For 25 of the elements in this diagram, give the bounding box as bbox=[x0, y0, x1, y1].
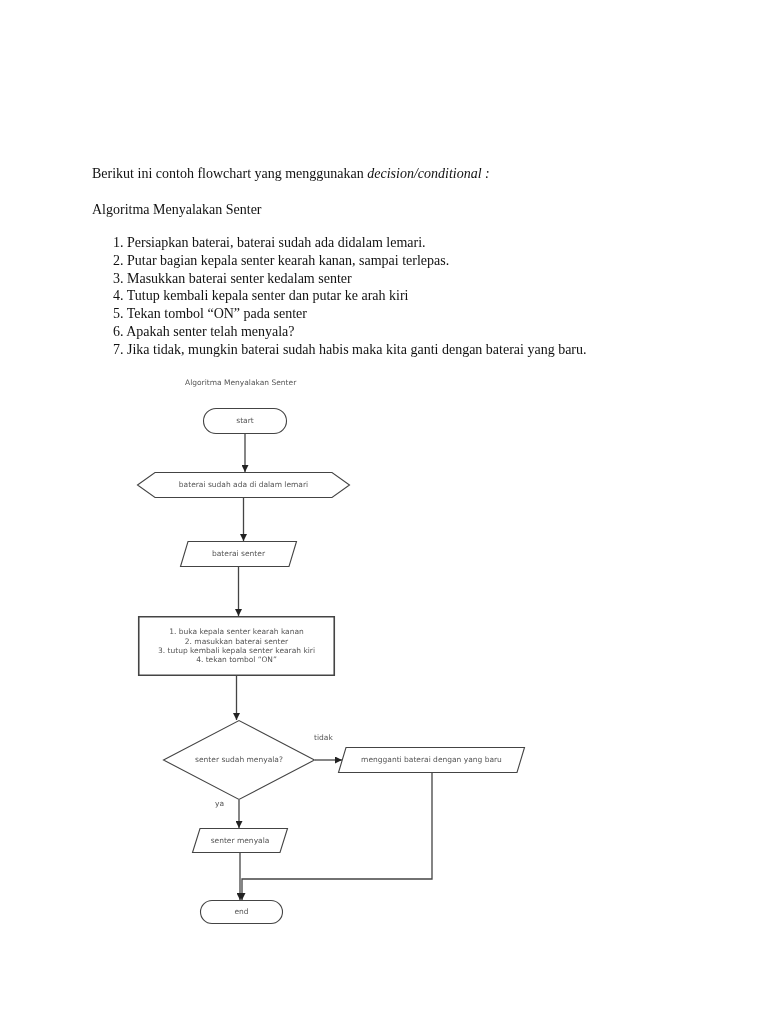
preparation-hexagon bbox=[137, 472, 350, 498]
heading-text: Algoritma Menyalakan Senter bbox=[92, 202, 262, 218]
arrow bbox=[238, 772, 433, 901]
arrow bbox=[233, 675, 240, 721]
list-item: 6. Apakah senter telah menyala? bbox=[113, 324, 295, 340]
data-parallelogram bbox=[180, 541, 297, 567]
list-item: 3. Masukkan baterai senter kedalam senter bbox=[113, 270, 352, 287]
process-box bbox=[138, 616, 335, 676]
data-parallelogram bbox=[192, 828, 288, 853]
arrow bbox=[240, 497, 247, 542]
list-item: 4. Tutup kembali kepala senter dan putar ke arah kiri bbox=[113, 288, 409, 305]
terminal-shape bbox=[203, 408, 287, 434]
list-item: 7. Jika tidak, mungkin baterai sudah habis maka kita ganti dengan baterai yang baru. bbox=[113, 341, 587, 358]
terminal-shape bbox=[200, 900, 283, 924]
list-item: 5. Tekan tombol “ON” pada senter bbox=[113, 306, 307, 323]
list-item: 2. Putar bagian kepala senter kearah kanan, sampai terlepas. bbox=[113, 252, 450, 269]
arrow bbox=[314, 756, 343, 764]
decision-diamond bbox=[163, 720, 315, 800]
list-item: 1. Persiapkan baterai, baterai sudah ada didalam lemari. bbox=[113, 235, 426, 251]
arrow bbox=[235, 799, 243, 829]
data-parallelogram bbox=[338, 747, 525, 773]
arrow bbox=[241, 433, 249, 473]
intro-text: Berikut ini contoh flowchart yang menggunakan decision/conditional : bbox=[92, 166, 490, 182]
arrow bbox=[235, 566, 242, 617]
arrow bbox=[236, 852, 244, 901]
